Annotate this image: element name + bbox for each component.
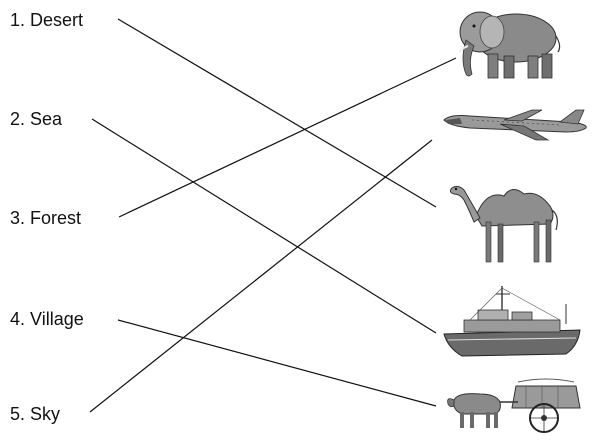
- connector-line-sky-airplane: [89, 139, 433, 413]
- term-number: 1.: [10, 10, 26, 30]
- term-label: Sea: [30, 109, 63, 129]
- elephant-icon: [459, 11, 561, 79]
- connector-line-sea-ship: [91, 118, 437, 334]
- connector-line-desert-camel: [117, 18, 437, 208]
- ox-cart-icon: [447, 378, 581, 433]
- term-forest: 3. Forest: [10, 208, 81, 228]
- term-number: 2.: [10, 109, 26, 129]
- term-desert: 1. Desert: [10, 10, 83, 30]
- term-label: Village: [30, 309, 84, 329]
- connector-line-forest-elephant: [118, 57, 457, 218]
- term-number: 5.: [10, 404, 26, 424]
- term-label: Sky: [30, 404, 61, 424]
- term-sky: 5. Sky: [10, 404, 60, 424]
- term-village: 4. Village: [10, 309, 84, 329]
- term-number: 4.: [10, 309, 26, 329]
- connector-line-village-oxcart: [117, 319, 437, 407]
- term-label: Desert: [30, 10, 84, 30]
- ship-icon: [443, 286, 581, 357]
- term-sea: 2. Sea: [10, 109, 62, 129]
- airplane-icon: [443, 109, 587, 141]
- camel-icon: [449, 185, 558, 263]
- connector-lines: [89, 18, 457, 413]
- term-number: 3.: [10, 208, 26, 228]
- term-label: Forest: [30, 208, 82, 228]
